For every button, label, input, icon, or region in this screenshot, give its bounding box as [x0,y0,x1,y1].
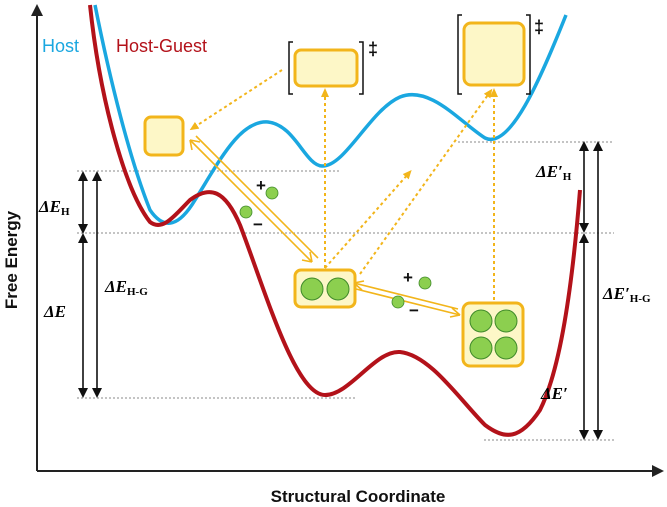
empty-host-box [143,115,185,157]
energy-arrows [78,141,603,440]
minus-sign-1: − [253,215,263,234]
legend-host-guest: Host-Guest [116,36,207,56]
x-axis-label: Structural Coordinate [271,487,446,506]
y-axis-label: Free Energy [2,210,21,309]
label-delta-e-prime-h: ΔE′H [535,162,572,183]
transition-state-1 [288,41,364,95]
plus-sign-1: + [256,176,266,195]
label-delta-e-h: ΔEH [38,197,70,218]
dagger-symbol-1: ‡ [368,39,378,59]
guest-molecules [239,186,432,309]
host-two-guests [293,268,357,309]
host-four-guests [461,301,525,368]
plus-sign-2: + [403,268,413,287]
label-delta-e: ΔE [43,302,66,321]
label-delta-e-hg: ΔEH-G [104,277,148,298]
host-guest-curve [88,4,582,437]
legend-host: Host [42,36,79,56]
label-delta-e-prime: ΔE′ [540,384,568,403]
transition-arrows [189,69,498,300]
host-curve [93,4,568,225]
label-delta-e-prime-hg: ΔE′H-G [602,284,651,305]
dagger-symbol-2: ‡ [534,17,544,37]
transition-state-2 [457,14,531,95]
minus-sign-2: − [409,301,419,320]
